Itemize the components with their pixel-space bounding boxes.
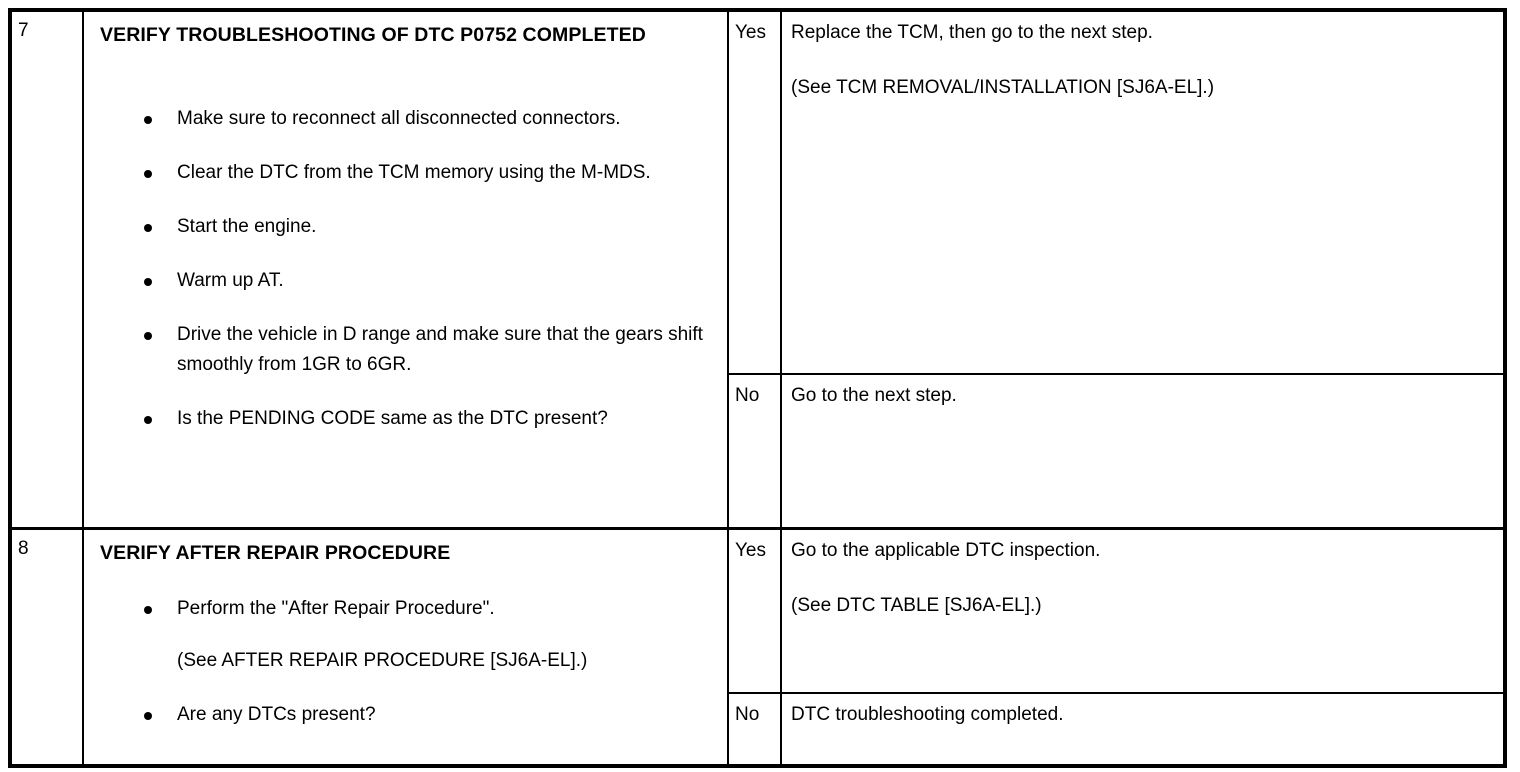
step-title: VERIFY TROUBLESHOOTING OF DTC P0752 COMP… [100, 24, 646, 46]
result-cell-no: DTC troubleshooting completed. [782, 692, 1503, 764]
bullet-dot-icon [144, 278, 152, 286]
bullet-dot-icon [144, 416, 152, 424]
list-item-text: Drive the vehicle in D range and make su… [177, 324, 703, 375]
step-number-cell: 8 [12, 530, 84, 764]
list-item-text: Is the PENDING CODE same as the DTC pres… [177, 408, 608, 429]
judgement-label: Yes [735, 22, 766, 43]
step-description-cell: VERIFY TROUBLESHOOTING OF DTC P0752 COMP… [84, 12, 729, 527]
result-column: Go to the applicable DTC inspection. (Se… [782, 530, 1503, 764]
step-number: 8 [18, 538, 29, 559]
judgement-label: No [735, 704, 760, 725]
result-cell-no: Go to the next step. [782, 373, 1503, 527]
judgement-label: No [735, 385, 760, 406]
step-number: 7 [18, 20, 29, 41]
diagnostic-steps-table: 7 VERIFY TROUBLESHOOTING OF DTC P0752 CO… [8, 8, 1507, 768]
list-item: Clear the DTC from the TCM memory using … [84, 158, 727, 188]
list-item-reference: (See AFTER REPAIR PROCEDURE [SJ6A-EL].) [177, 650, 588, 671]
list-item: Drive the vehicle in D range and make su… [84, 320, 727, 380]
list-item: Warm up AT. [84, 266, 727, 296]
list-item: Perform the "After Repair Procedure". (S… [84, 594, 727, 676]
judgement-column: Yes No [729, 12, 782, 527]
result-body: DTC troubleshooting completed. [791, 703, 1497, 726]
judgement-column: Yes No [729, 530, 782, 764]
list-item-text: Are any DTCs present? [177, 704, 376, 725]
table-row: 7 VERIFY TROUBLESHOOTING OF DTC P0752 CO… [12, 12, 1503, 527]
step-bullet-list: Perform the "After Repair Procedure". (S… [84, 594, 727, 730]
bullet-dot-icon [144, 606, 152, 614]
step-bullet-list: Make sure to reconnect all disconnected … [84, 104, 727, 434]
result-cell-yes: Go to the applicable DTC inspection. (Se… [782, 530, 1503, 692]
step-title: VERIFY AFTER REPAIR PROCEDURE [100, 542, 451, 564]
list-item-text: Clear the DTC from the TCM memory using … [177, 162, 651, 183]
list-item: Start the engine. [84, 212, 727, 242]
list-item-text: Warm up AT. [177, 270, 284, 291]
result-text: DTC troubleshooting completed. [791, 704, 1064, 725]
result-body: Go to the applicable DTC inspection. (Se… [791, 539, 1497, 617]
result-body: Replace the TCM, then go to the next ste… [791, 21, 1497, 99]
result-text: Replace the TCM, then go to the next ste… [791, 22, 1153, 43]
judgement-cell-no: No [729, 692, 782, 764]
bullet-dot-icon [144, 116, 152, 124]
judgement-cell-no: No [729, 373, 782, 527]
list-item-text: Make sure to reconnect all disconnected … [177, 108, 621, 129]
step-number-cell: 7 [12, 12, 84, 527]
result-text: Go to the next step. [791, 385, 957, 406]
result-column: Replace the TCM, then go to the next ste… [782, 12, 1503, 527]
judgement-label: Yes [735, 540, 766, 561]
judgement-cell-yes: Yes [729, 12, 782, 373]
list-item: Is the PENDING CODE same as the DTC pres… [84, 404, 727, 434]
result-body: Go to the next step. [791, 384, 1497, 407]
result-reference: (See DTC TABLE [SJ6A-EL].) [791, 595, 1042, 616]
list-item: Make sure to reconnect all disconnected … [84, 104, 727, 134]
bullet-dot-icon [144, 712, 152, 720]
result-cell-yes: Replace the TCM, then go to the next ste… [782, 12, 1503, 373]
result-text: Go to the applicable DTC inspection. [791, 540, 1101, 561]
step-description-cell: VERIFY AFTER REPAIR PROCEDURE Perform th… [84, 530, 729, 764]
result-reference: (See TCM REMOVAL/INSTALLATION [SJ6A-EL].… [791, 77, 1215, 98]
list-item-text: Start the engine. [177, 216, 317, 237]
bullet-dot-icon [144, 224, 152, 232]
list-item: Are any DTCs present? [84, 700, 727, 730]
bullet-dot-icon [144, 332, 152, 340]
judgement-cell-yes: Yes [729, 530, 782, 692]
bullet-dot-icon [144, 170, 152, 178]
list-item-text: Perform the "After Repair Procedure". [177, 598, 495, 619]
table-row: 8 VERIFY AFTER REPAIR PROCEDURE Perform … [12, 527, 1503, 764]
